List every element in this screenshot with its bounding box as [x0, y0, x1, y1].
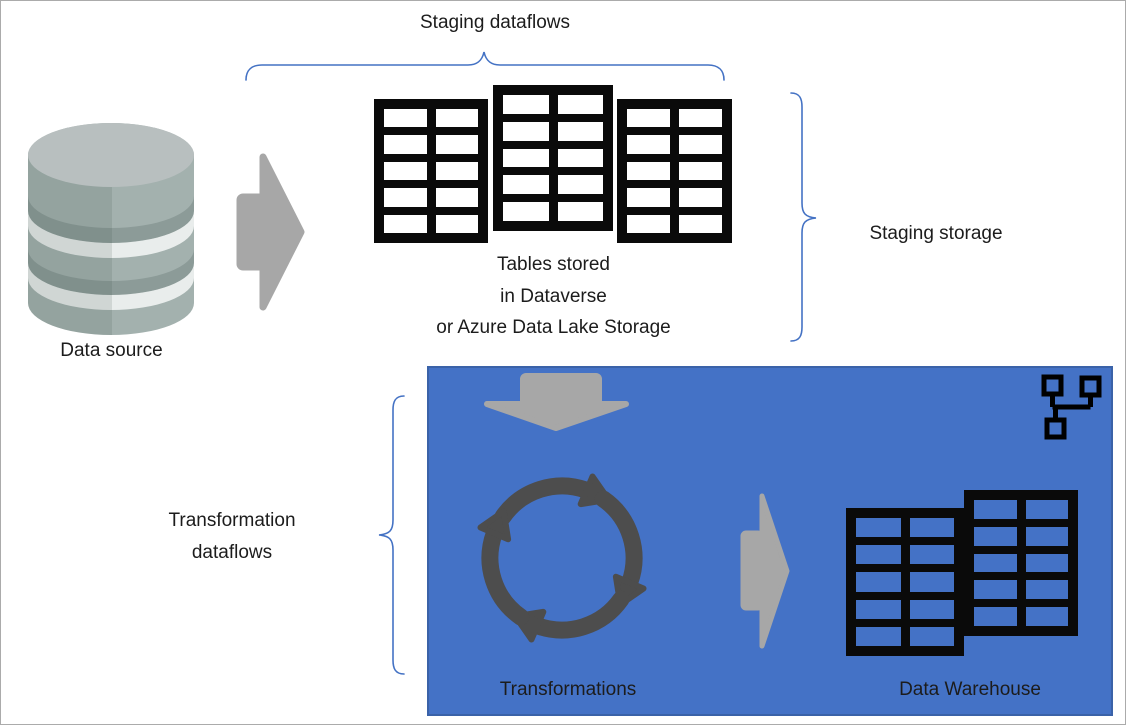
table-cell: [503, 121, 549, 141]
table-cell: [856, 572, 901, 592]
transformations-label: Transformations: [499, 679, 637, 700]
table-cell: [679, 109, 722, 128]
table-cell: [384, 214, 427, 233]
right-arrow-icon: [236, 153, 305, 311]
table-cell: [909, 518, 954, 538]
table-cell: [1025, 580, 1068, 600]
staging-dataflows-brace: [245, 51, 725, 81]
warehouse-table-icon: [964, 490, 1078, 636]
table-cell: [909, 572, 954, 592]
down-arrow-icon: [484, 373, 629, 431]
caption-line: or Azure Data Lake Storage: [436, 317, 671, 338]
table-cell: [384, 109, 427, 128]
table-cell: [909, 545, 954, 565]
table-cell: [384, 135, 427, 154]
cycle-arrows-icon: [451, 473, 673, 660]
table-cell: [974, 580, 1017, 600]
table-cell: [909, 599, 954, 619]
table-cell: [503, 202, 549, 221]
table-cell: [557, 202, 603, 221]
transformation-dataflows-brace: [378, 395, 405, 675]
data-source-label: Data source: [60, 340, 163, 361]
hierarchy-icon: [1041, 374, 1102, 440]
table-cell: [503, 148, 549, 168]
staging-table-icon: [617, 99, 732, 243]
table-cell: [856, 545, 901, 565]
table-cell: [679, 214, 722, 233]
table-cell: [557, 175, 603, 195]
table-cell: [679, 135, 722, 154]
right-arrow-icon: [740, 493, 790, 649]
table-cell: [384, 188, 427, 207]
label-line: dataflows: [191, 542, 273, 563]
staging-storage-brace: [790, 92, 817, 342]
staging-table-icon: [374, 99, 488, 243]
table-cell: [435, 214, 478, 233]
table-cell: [435, 188, 478, 207]
table-cell: [557, 95, 603, 114]
table-cell: [1025, 526, 1068, 546]
data-warehouse-label: Data Warehouse: [899, 679, 1041, 700]
staging-tables-caption: Tables stored in Dataverse or Azure Data…: [381, 249, 726, 344]
table-cell: [557, 148, 603, 168]
table-cell: [856, 599, 901, 619]
table-cell: [974, 553, 1017, 573]
table-cell: [435, 109, 478, 128]
warehouse-table-icon: [846, 508, 964, 656]
caption-line: Tables stored: [496, 254, 610, 275]
table-cell: [1025, 553, 1068, 573]
caption-line: in Dataverse: [500, 285, 607, 307]
table-cell: [1025, 500, 1068, 519]
transformation-dataflows-label: Transformation dataflows: [121, 505, 343, 569]
database-cylinder-icon: [28, 123, 194, 335]
table-cell: [974, 607, 1017, 626]
table-cell: [974, 526, 1017, 546]
table-cell: [435, 135, 478, 154]
staging-storage-label: Staging storage: [869, 223, 1003, 244]
table-cell: [627, 109, 670, 128]
table-cell: [435, 161, 478, 181]
table-cell: [679, 161, 722, 181]
table-cell: [909, 626, 954, 646]
table-cell: [627, 214, 670, 233]
table-cell: [679, 188, 722, 207]
transformation-box: Transformations Data Warehouse: [427, 366, 1113, 716]
table-cell: [503, 175, 549, 195]
table-cell: [627, 161, 670, 181]
table-cell: [974, 500, 1017, 519]
staging-dataflows-title: Staging dataflows: [420, 12, 570, 33]
table-cell: [1025, 607, 1068, 626]
table-cell: [856, 626, 901, 646]
label-line: Transformation: [168, 510, 296, 531]
table-cell: [627, 135, 670, 154]
staging-table-icon: [493, 85, 613, 231]
table-cell: [557, 121, 603, 141]
table-cell: [627, 188, 670, 207]
table-cell: [503, 95, 549, 114]
table-cell: [384, 161, 427, 181]
table-cell: [856, 518, 901, 538]
